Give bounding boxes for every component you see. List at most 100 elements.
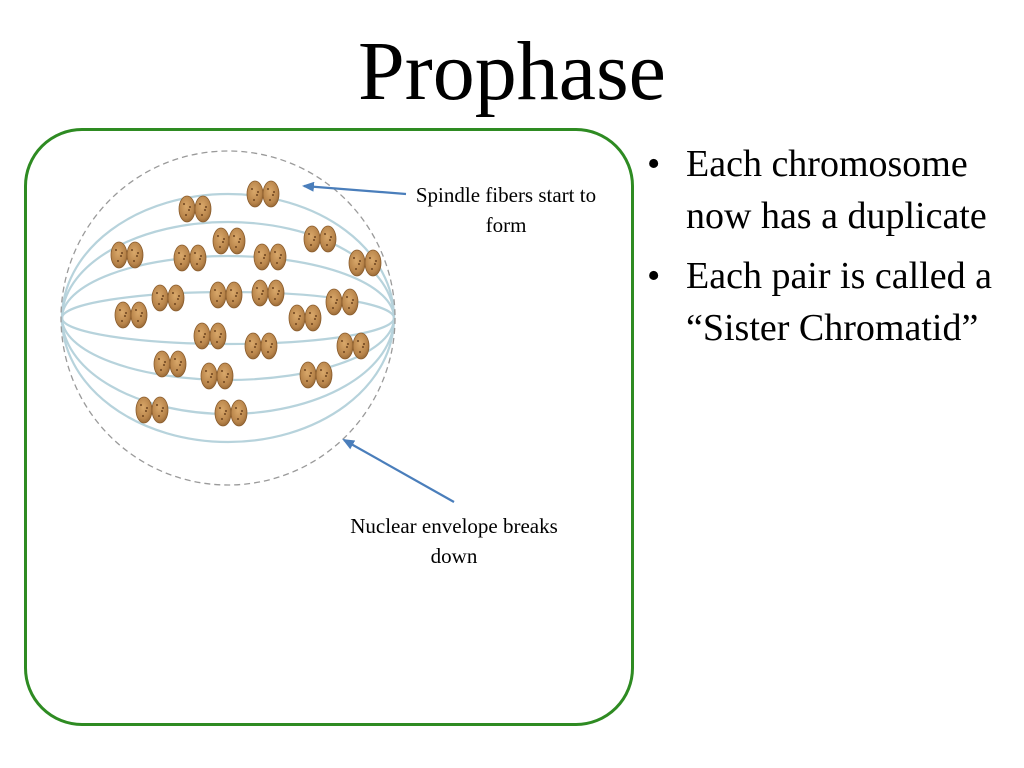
chromatid-speckle <box>189 206 191 208</box>
chromatid-speckle <box>310 372 312 374</box>
chromatid-speckle <box>131 249 133 251</box>
sister-chromatid-pair <box>244 332 278 360</box>
chromatid <box>110 241 128 269</box>
chromatid-speckle <box>223 238 225 240</box>
chromatid-speckle <box>174 303 176 305</box>
chromatid-speckle <box>271 343 273 345</box>
chromatid-speckle <box>158 358 160 360</box>
sister-chromatid-pair <box>193 322 227 350</box>
chromatid-speckle <box>184 255 186 257</box>
chromatid-speckle <box>295 323 297 325</box>
chromatid-speckle <box>140 315 142 317</box>
chromatid-speckle <box>238 241 240 243</box>
spindle-fiber <box>60 254 396 382</box>
chromatid-speckle <box>254 346 256 348</box>
chromatid-speckle <box>311 323 313 325</box>
bullet-text: Each pair is called a “Sister Chromatid” <box>686 255 992 349</box>
chromatid <box>269 243 287 271</box>
nuclear-envelope <box>60 150 396 486</box>
chromatid-speckle <box>280 254 282 256</box>
chromatid-speckle <box>214 330 216 332</box>
chromatid-speckle <box>141 312 143 314</box>
chromatid-speckle <box>263 257 265 259</box>
chromatid-speckle <box>330 236 332 238</box>
chromatid-speckle <box>256 194 258 196</box>
chromatid <box>319 225 337 253</box>
chromatid-speckle <box>201 214 203 216</box>
bullet-text: Each chromosome now has a duplicate <box>686 143 987 237</box>
chromatid-speckle <box>194 252 196 254</box>
chromatid <box>352 332 370 360</box>
sister-chromatid-pair <box>178 195 212 223</box>
chromatid <box>194 195 212 223</box>
slide-title: Prophase <box>358 25 666 118</box>
chromatid-speckle <box>240 413 242 415</box>
chromatid-speckle <box>156 292 158 294</box>
chromatid <box>151 284 169 312</box>
chromatid-speckle <box>332 307 334 309</box>
chromatid <box>214 399 232 427</box>
sister-chromatid-pair <box>303 225 337 253</box>
sister-chromatid-pair <box>348 249 382 277</box>
chromatid-speckle <box>369 257 371 259</box>
chromatid-speckle <box>219 336 221 338</box>
chromatid-speckle <box>216 300 218 302</box>
chromatid <box>336 332 354 360</box>
sister-chromatid-pair <box>114 301 148 329</box>
sister-chromatid-pair <box>153 350 187 378</box>
spindle-arrow <box>302 181 407 196</box>
chromatid-speckle <box>198 330 200 332</box>
chromatid-speckle <box>161 410 163 412</box>
chromatid-speckle <box>351 302 353 304</box>
chromatid-speckle <box>257 191 259 193</box>
chromatid-speckle <box>146 407 148 409</box>
chromatid-speckle <box>210 376 212 378</box>
bullet-list: • Each chromosome now has a duplicate • … <box>643 138 1018 362</box>
chromatid-speckle <box>241 410 243 412</box>
chromatid-speckle <box>199 203 201 205</box>
chromatid <box>200 362 218 390</box>
chromatid-speckle <box>224 413 226 415</box>
chromatid-speckle <box>136 255 138 257</box>
chromatid-speckle <box>371 268 373 270</box>
chromatid <box>228 227 246 255</box>
chromatid <box>246 180 264 208</box>
chromatid-speckle <box>352 299 354 301</box>
chromatid-speckle <box>314 318 316 320</box>
chromatid-speckle <box>315 315 317 317</box>
chromatid <box>209 281 227 309</box>
cell-frame <box>24 128 634 726</box>
chromatid-speckle <box>135 309 137 311</box>
chromatid-speckle <box>326 372 328 374</box>
chromatid-speckle <box>137 252 139 254</box>
chromatid-speckle <box>174 358 176 360</box>
chromatid-speckle <box>279 257 281 259</box>
chromatid-speckle <box>178 295 180 297</box>
chromatid-speckle <box>142 415 144 417</box>
sister-chromatid-pair <box>299 361 333 389</box>
chromatid-speckle <box>278 290 280 292</box>
chromatid-speckle <box>353 257 355 259</box>
chromatid-speckle <box>272 194 274 196</box>
chromatid-speckle <box>251 351 253 353</box>
chromatid-speckle <box>249 340 251 342</box>
chromatid-speckle <box>180 361 182 363</box>
chromatid-speckle <box>304 369 306 371</box>
sister-chromatid-pair <box>110 241 144 269</box>
chromatid-speckle <box>214 289 216 291</box>
chromatid <box>303 225 321 253</box>
chromatid-speckle <box>117 260 119 262</box>
chromatid <box>304 304 322 332</box>
chromatid <box>251 279 269 307</box>
chromatid-speckle <box>270 346 272 348</box>
chromatid <box>288 304 306 332</box>
chromatid-speckle <box>207 381 209 383</box>
chromatid-speckle <box>273 191 275 193</box>
chromatid-speckle <box>115 249 117 251</box>
chromatid-speckle <box>161 298 163 300</box>
chromatid-speckle <box>374 263 376 265</box>
chromatid-speckle <box>298 318 300 320</box>
chromatid <box>267 279 285 307</box>
chromatid-speckle <box>325 375 327 377</box>
chromatid-speckle <box>258 251 260 253</box>
